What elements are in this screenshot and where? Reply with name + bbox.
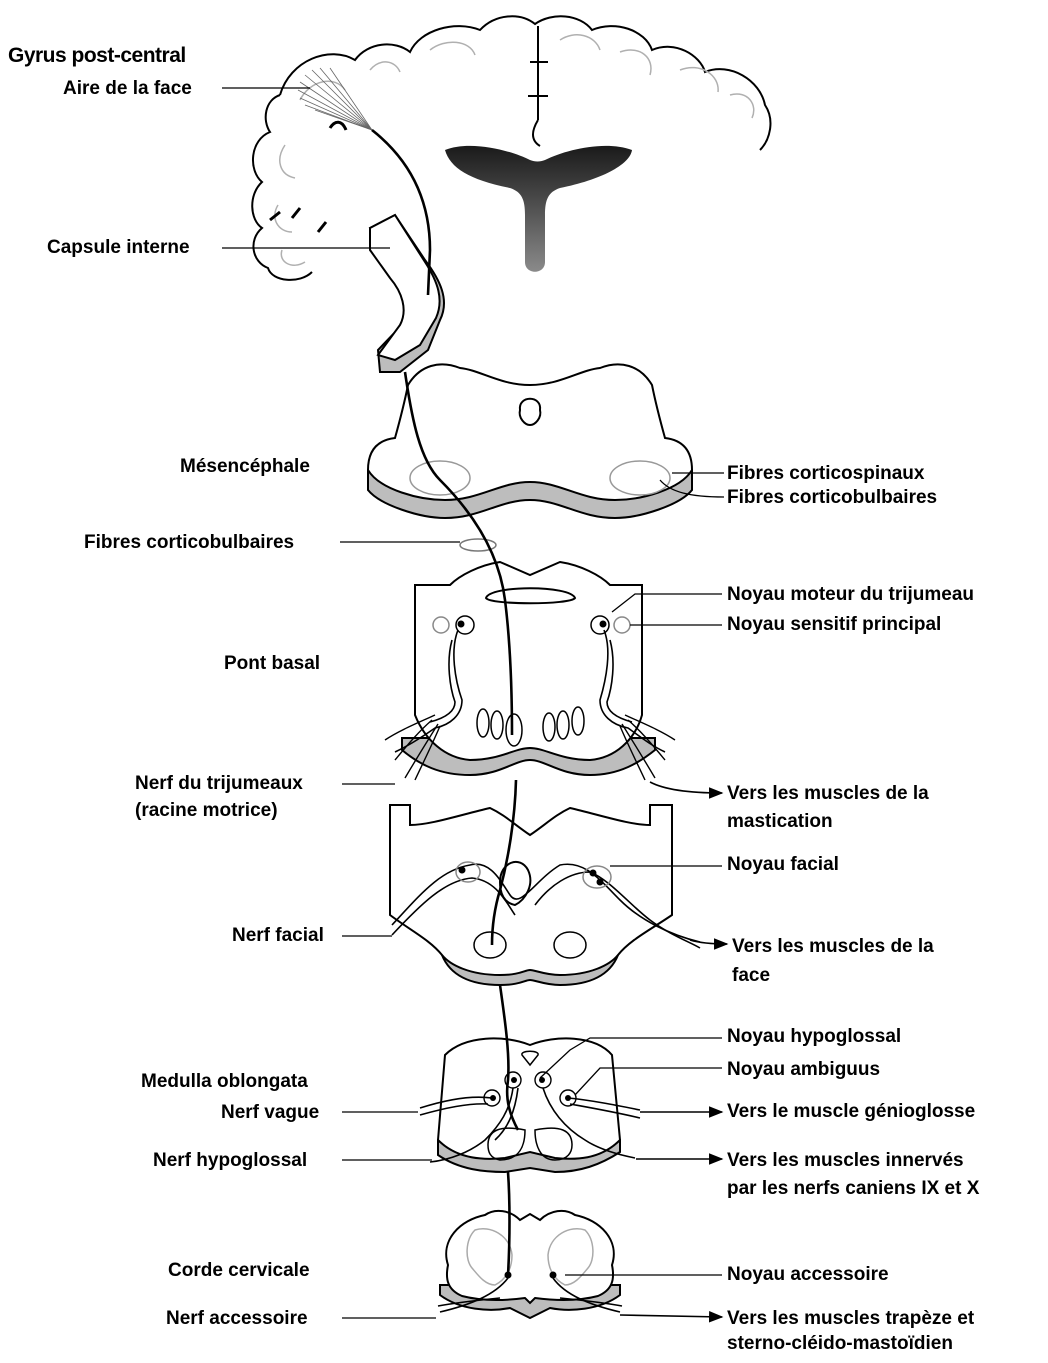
label-fibres-corticospinaux: Fibres corticospinaux (727, 460, 924, 487)
label-nerf-trijumeaux-2: (racine motrice) (135, 797, 278, 824)
label-nerf-trijumeaux-1: Nerf du trijumeaux (135, 770, 303, 797)
label-nerf-vague: Nerf vague (221, 1099, 319, 1126)
label-medulla-oblongata: Medulla oblongata (141, 1068, 308, 1095)
label-nerf-accessoire: Nerf accessoire (166, 1305, 308, 1332)
lateral-ventricles (445, 146, 632, 272)
label-gyrus-post-central: Gyrus post-central (8, 42, 186, 69)
label-muscles-innerves-2: par les nerfs caniens IX et X (727, 1175, 979, 1202)
label-noyau-ambiguus: Noyau ambiguus (727, 1056, 880, 1083)
label-pont-basal: Pont basal (224, 650, 320, 677)
cervical-cord-section (438, 1211, 622, 1318)
pons-section (385, 562, 675, 780)
label-muscles-mastication-2: mastication (727, 808, 833, 835)
label-noyau-accessoire: Noyau accessoire (727, 1261, 889, 1288)
label-muscles-face-2: face (732, 962, 770, 989)
label-muscles-trapeze-1: Vers les muscles trapèze et (727, 1305, 974, 1332)
medulla-section (420, 1038, 640, 1172)
label-muscles-mastication-1: Vers les muscles de la (727, 780, 929, 807)
label-muscle-genioglosse: Vers le muscle génioglosse (727, 1098, 975, 1125)
label-muscles-face-1: Vers les muscles de la (732, 933, 934, 960)
label-nerf-hypoglossal: Nerf hypoglossal (153, 1147, 307, 1174)
label-noyau-facial: Noyau facial (727, 851, 839, 878)
label-fibres-corticobulbaires-right: Fibres corticobulbaires (727, 484, 937, 511)
label-capsule-interne: Capsule interne (47, 234, 190, 261)
label-muscles-innerves-1: Vers les muscles innervés (727, 1147, 964, 1174)
internal-capsule (370, 215, 444, 372)
label-muscles-trapeze-2: sterno-cléido-mastoïdien (727, 1330, 953, 1357)
facial-level-section (390, 805, 700, 985)
label-corde-cervicale: Corde cervicale (168, 1257, 310, 1284)
label-noyau-hypoglossal: Noyau hypoglossal (727, 1023, 901, 1050)
label-noyau-moteur-trijumeau: Noyau moteur du trijumeau (727, 581, 974, 608)
label-aire-face: Aire de la face (63, 75, 192, 102)
label-mesencephale: Mésencéphale (180, 453, 310, 480)
brain-coronal-section (252, 16, 770, 280)
label-noyau-sensitif-principal: Noyau sensitif principal (727, 611, 941, 638)
label-fibres-corticobulbaires-left: Fibres corticobulbaires (84, 529, 294, 556)
label-nerf-facial: Nerf facial (232, 922, 324, 949)
midbrain-section (368, 364, 692, 518)
